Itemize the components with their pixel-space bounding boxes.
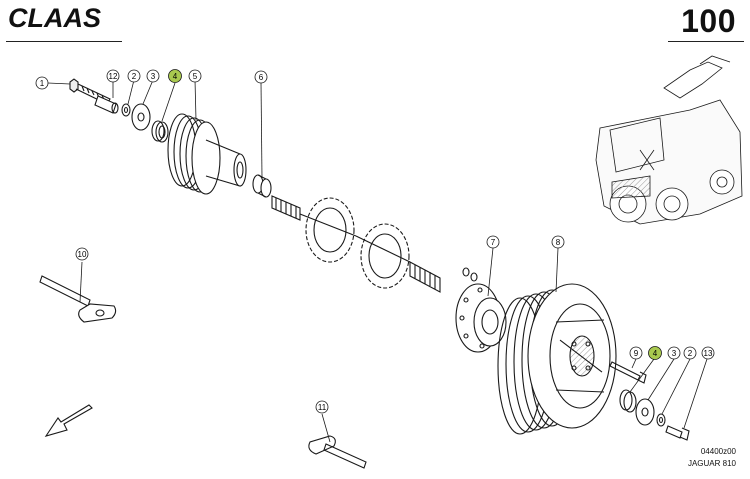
- drawing-number: 04400z00: [700, 447, 736, 456]
- claas-logo: CLAAS: [6, 3, 128, 33]
- callout-c3b: 3: [667, 346, 681, 360]
- callout-label: 9: [634, 349, 639, 358]
- model-name: JAGUAR 810: [687, 459, 736, 468]
- callout-c5: 5: [188, 69, 202, 83]
- callout-circle: [127, 69, 141, 83]
- part-pin-11: [308, 435, 367, 469]
- callout-c13: 13: [701, 346, 715, 360]
- callout-circle: [629, 346, 643, 360]
- leader-lines: [47, 79, 708, 443]
- part-ring-4b: [619, 389, 637, 413]
- callout-label: 8: [556, 238, 561, 247]
- callout-c11: 11: [315, 400, 329, 414]
- part-pin-10: [39, 275, 117, 323]
- part-bushing-6: [252, 174, 272, 198]
- part-disc-3b: [635, 398, 655, 426]
- callout-c4a: 4: [168, 69, 182, 83]
- part-washer-2: [121, 103, 131, 117]
- callout-c2a: 2: [127, 69, 141, 83]
- callout-c6: 6: [254, 70, 268, 84]
- callout-label: 3: [151, 72, 156, 81]
- callout-label: 12: [109, 72, 118, 81]
- callout-circle: [701, 346, 715, 360]
- part-pulley-8: [497, 283, 617, 435]
- callout-c4b: 4: [648, 346, 662, 360]
- callout-circle: [315, 400, 329, 414]
- callout-c8: 8: [551, 235, 565, 249]
- callout-label: 3: [672, 349, 677, 358]
- callout-label: 6: [259, 73, 264, 82]
- callout-circle: [106, 69, 120, 83]
- part-hub-7: [455, 283, 507, 353]
- part-nut-small: [462, 267, 478, 282]
- callout-c10: 10: [75, 247, 89, 261]
- part-ring-4: [151, 120, 169, 143]
- callout-circle: [188, 69, 202, 83]
- callout-label: 5: [193, 72, 198, 81]
- part-disc-3: [131, 103, 151, 131]
- callout-label: 4: [653, 349, 658, 358]
- callout-circle: [648, 346, 662, 360]
- claas-logo-text: CLAAS: [8, 4, 101, 32]
- callout-c2b: 2: [683, 346, 697, 360]
- harvester-thumbnail: [595, 55, 743, 225]
- header-rule-right: [668, 41, 744, 42]
- callout-circle: [35, 76, 49, 90]
- callout-circle: [168, 69, 182, 83]
- part-sleeve-12: [94, 95, 119, 114]
- part-bolt-13: [665, 425, 690, 441]
- callout-label: 11: [318, 403, 327, 412]
- callout-c3a: 3: [146, 69, 160, 83]
- callout-c9: 9: [629, 346, 643, 360]
- part-washer-2b: [656, 413, 666, 427]
- callout-circle: [551, 235, 565, 249]
- page-number: 100: [681, 3, 736, 39]
- callout-c1: 1: [35, 76, 49, 90]
- callout-circle: [683, 346, 697, 360]
- callout-circle: [254, 70, 268, 84]
- callout-circle: [667, 346, 681, 360]
- callout-label: 2: [688, 349, 693, 358]
- callout-circle: [75, 247, 89, 261]
- part-pulley-5: [167, 113, 247, 195]
- callout-label: 2: [132, 72, 137, 81]
- callout-circle: [486, 235, 500, 249]
- callout-c7: 7: [486, 235, 500, 249]
- header-rule-left: [6, 41, 122, 42]
- part-shaft-upper: [271, 195, 357, 263]
- callout-circle: [146, 69, 160, 83]
- callout-c12a: 12: [106, 69, 120, 83]
- callout-label: 7: [491, 238, 496, 247]
- part-shaft-lower: [355, 223, 441, 293]
- direction-arrow-icon: [44, 404, 93, 437]
- callout-label: 1: [40, 79, 45, 88]
- callout-label: 13: [704, 349, 713, 358]
- callout-label: 10: [78, 250, 87, 259]
- callout-label: 4: [173, 72, 178, 81]
